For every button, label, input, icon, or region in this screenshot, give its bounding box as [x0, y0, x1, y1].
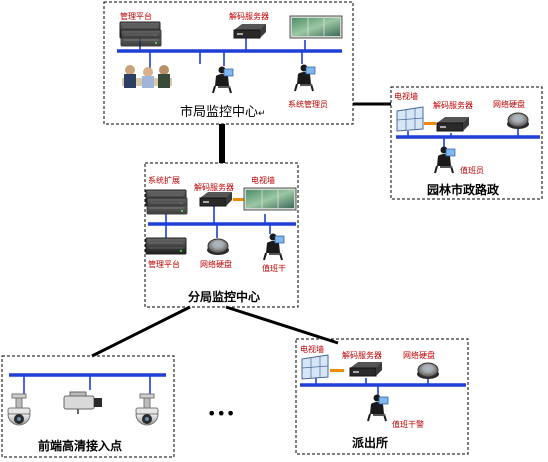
center-title-mark: ↵	[258, 109, 266, 119]
garden-decoder-icon	[436, 116, 470, 132]
branch-decoder-label: 解码服务器	[194, 182, 234, 192]
branch-monitor-icon	[243, 187, 297, 211]
branch-orange-link	[233, 198, 247, 201]
garden-box	[390, 86, 543, 200]
station-orange-link	[330, 369, 344, 372]
garden-tvwall-label: 电视墙	[394, 91, 418, 101]
branch-mgmt-server-icon	[145, 237, 187, 255]
garden-duty-icon	[434, 145, 456, 174]
box-camera-icon	[63, 391, 103, 415]
ellipsis: •••	[207, 404, 235, 423]
station-box	[295, 338, 469, 455]
center-decoder-label: 解码服务器	[229, 11, 269, 21]
link-branch-station	[225, 305, 339, 345]
station-duty-icon	[367, 393, 389, 422]
garden-duty-label: 值班员	[460, 165, 484, 175]
center-box	[103, 1, 354, 125]
front-group: 前端高清接入点	[1, 355, 175, 458]
station-tvwall-label: 电视墙	[300, 344, 324, 354]
station-decoder-icon	[349, 361, 383, 377]
station-tvwall-icon	[301, 354, 329, 380]
garden-title: 园林市政路政	[427, 182, 500, 197]
branch-duty-label: 值班干	[262, 263, 286, 273]
branch-group: 系统扩展 解码服务器 电视墙 管理平台 网络硬盘 值班干 分局监控中心	[144, 162, 299, 308]
garden-orange-link	[424, 122, 436, 125]
garden-decoder-label: 解码服务器	[433, 100, 473, 110]
center-title: 市局监控中心	[180, 104, 258, 120]
station-nvr-icon	[416, 362, 440, 380]
station-title: 派出所	[352, 435, 388, 450]
front-title: 前端高清接入点	[38, 438, 122, 453]
mgmt-server-icon	[119, 21, 162, 47]
station-group: 电视墙 解码服务器 网络硬盘 值班干警 派出所	[295, 338, 469, 455]
branch-mgmt-label: 管理平台	[148, 259, 180, 269]
branch-title: 分局监控中心	[188, 289, 260, 304]
front-box	[1, 355, 175, 458]
garden-tvwall-icon	[396, 106, 424, 132]
garden-nvr-label: 网络硬盘	[493, 99, 525, 109]
station-nvr-label: 网络硬盘	[403, 350, 435, 360]
dome-camera-icon-2	[135, 393, 159, 426]
operator-icon-2	[294, 63, 316, 92]
branch-duty-icon	[263, 232, 285, 261]
branch-storage-label: 系统扩展	[148, 175, 180, 185]
branch-nvr-icon	[206, 238, 230, 256]
branch-decoder-icon	[199, 191, 233, 207]
branch-nvr-label: 网络硬盘	[200, 259, 232, 269]
center-group: 管理平台 解码服务器 系统管理员 市局监控中心 ↵	[103, 1, 354, 125]
garden-nvr-icon	[506, 112, 530, 130]
dome-camera-icon-1	[7, 393, 31, 426]
monitor-icon	[289, 15, 343, 39]
decoder-icon	[233, 23, 267, 39]
station-decoder-label: 解码服务器	[342, 350, 382, 360]
station-duty-label: 值班干警	[392, 419, 424, 429]
link-branch-front	[91, 305, 191, 358]
center-mgmt-label: 管理平台	[120, 11, 152, 21]
branch-tvwall-label: 电视墙	[251, 175, 275, 185]
garden-group: 电视墙 解码服务器 网络硬盘 值班员 园林市政路政	[390, 86, 543, 200]
operator-icon-1	[212, 65, 234, 94]
center-operator-label: 系统管理员	[288, 99, 328, 109]
branch-storage-icon	[145, 189, 188, 215]
branch-box	[144, 162, 299, 308]
meeting-people-icon	[122, 65, 172, 88]
